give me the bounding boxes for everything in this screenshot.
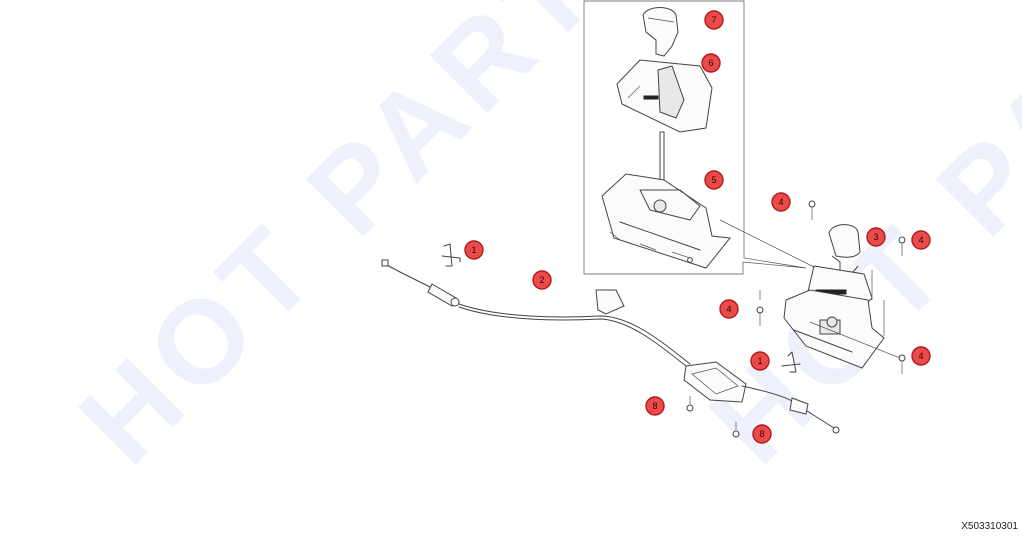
callout-4[interactable]: 4: [911, 346, 931, 366]
callout-label: 4: [918, 235, 923, 245]
callout-label: 2: [539, 275, 544, 285]
callout-8[interactable]: 8: [645, 396, 665, 416]
callout-label: 5: [711, 175, 716, 185]
shift-cable: [381, 259, 840, 434]
callout-3[interactable]: 3: [866, 227, 886, 247]
callout-1[interactable]: 1: [750, 351, 770, 371]
bolt: [756, 306, 764, 326]
detail-inset-frame: [583, 0, 807, 275]
callout-1[interactable]: 1: [464, 240, 484, 260]
callout-6[interactable]: 6: [701, 53, 721, 73]
callout-label: 4: [778, 197, 783, 207]
callout-8[interactable]: 8: [752, 424, 772, 444]
callout-7[interactable]: 7: [704, 10, 724, 30]
callout-4[interactable]: 4: [911, 230, 931, 250]
callout-label: 7: [711, 15, 716, 25]
nut: [732, 422, 740, 438]
callout-label: 1: [471, 245, 476, 255]
callout-label: 1: [757, 356, 762, 366]
cable-clip: [441, 243, 461, 267]
cable-clip: [781, 351, 801, 373]
diagram-code: X503310301: [961, 521, 1018, 532]
bolt: [898, 236, 906, 256]
inset-shifter-mechanism: [601, 131, 731, 269]
callout-label: 8: [652, 401, 657, 411]
callout-label: 3: [873, 232, 878, 242]
callout-label: 8: [759, 429, 764, 439]
callout-4[interactable]: 4: [771, 192, 791, 212]
bolt: [808, 200, 816, 220]
callout-5[interactable]: 5: [704, 170, 724, 190]
callout-4[interactable]: 4: [719, 299, 739, 319]
bolt-set: [756, 200, 906, 374]
callout-label: 4: [726, 304, 731, 314]
detail-leader-line: [719, 219, 817, 269]
shifter-assembly: [783, 224, 885, 369]
inset-shift-bezel: [616, 59, 713, 133]
inset-shift-knob: [642, 7, 679, 57]
watermark-text: HOT PARTS: [55, 0, 688, 488]
callout-2[interactable]: 2: [532, 270, 552, 290]
callout-label: 6: [708, 58, 713, 68]
nut: [686, 396, 694, 412]
callout-label: 4: [918, 351, 923, 361]
bolt: [898, 354, 906, 374]
